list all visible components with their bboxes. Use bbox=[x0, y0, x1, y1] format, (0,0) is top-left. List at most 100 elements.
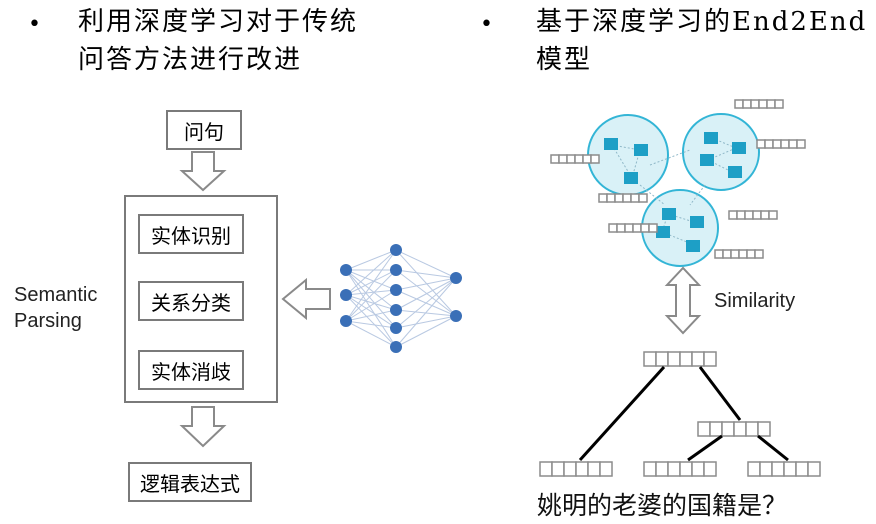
vector-cell bbox=[539, 461, 553, 477]
vector-cell bbox=[795, 461, 809, 477]
vector-cell bbox=[598, 193, 608, 203]
nn-hidden-node bbox=[390, 341, 402, 353]
nn-hidden-node bbox=[390, 322, 402, 334]
kg-node bbox=[686, 240, 700, 252]
knowledge-graph bbox=[587, 113, 760, 267]
vector-cell bbox=[574, 154, 584, 164]
vector-cell bbox=[768, 210, 778, 220]
tree-inner-vector bbox=[697, 421, 771, 437]
kg-node bbox=[656, 226, 670, 238]
vector-cell bbox=[632, 223, 642, 233]
vector-cell bbox=[771, 461, 785, 477]
vector-cell bbox=[744, 210, 754, 220]
kg-node bbox=[732, 142, 746, 154]
vector-cell bbox=[760, 210, 770, 220]
vector-cell bbox=[757, 421, 771, 437]
vector-cell bbox=[590, 154, 600, 164]
vector-cell bbox=[709, 421, 723, 437]
vector-cell bbox=[730, 249, 740, 259]
vector-cell bbox=[575, 461, 589, 477]
kg-cluster bbox=[682, 113, 760, 191]
vector-cell bbox=[655, 351, 669, 367]
vector-cell bbox=[608, 223, 618, 233]
vector-cell bbox=[774, 99, 784, 109]
right-heading-bullet: • bbox=[480, 12, 493, 37]
nn-hidden-node bbox=[390, 244, 402, 256]
left-heading-line2: 问答方法进行改进 bbox=[78, 45, 303, 75]
left-heading-bullet: • bbox=[28, 12, 41, 37]
semantic-parsing-label-line1: Semantic bbox=[14, 284, 98, 306]
right-heading-line2: 模型 bbox=[536, 45, 593, 75]
nn-hidden-node bbox=[390, 304, 402, 316]
tree-leaf-vector bbox=[747, 461, 821, 477]
nn-output-node bbox=[450, 272, 462, 284]
nn-hidden-node bbox=[390, 284, 402, 296]
similarity-double-arrow-icon bbox=[664, 266, 702, 335]
kg-embedding-vector bbox=[598, 193, 648, 203]
kg-node bbox=[728, 166, 742, 178]
kg-embedding-vector bbox=[756, 139, 806, 149]
kg-embedding-vector bbox=[608, 223, 658, 233]
vector-cell bbox=[728, 210, 738, 220]
semantic-parsing-label-line2: Parsing bbox=[14, 310, 82, 332]
vector-cell bbox=[551, 461, 565, 477]
step-entity-recognition: 实体识别 bbox=[138, 214, 244, 254]
vector-cell bbox=[783, 461, 797, 477]
semantic-parsing-container bbox=[124, 195, 278, 403]
embedding-vectors bbox=[539, 99, 821, 477]
vector-cell bbox=[722, 249, 732, 259]
vector-cell bbox=[550, 154, 560, 164]
tree-leaf-vector bbox=[643, 461, 717, 477]
tree-leaf-vector bbox=[539, 461, 613, 477]
vector-cell bbox=[734, 99, 744, 109]
kg-node bbox=[634, 144, 648, 156]
vector-cell bbox=[648, 223, 658, 233]
vector-cell bbox=[742, 99, 752, 109]
vector-cell bbox=[750, 99, 760, 109]
vector-cell bbox=[736, 210, 746, 220]
vector-cell bbox=[614, 193, 624, 203]
vector-cell bbox=[738, 249, 748, 259]
vector-cell bbox=[807, 461, 821, 477]
vector-cell bbox=[667, 461, 681, 477]
vector-cell bbox=[679, 351, 693, 367]
vector-cell bbox=[697, 421, 711, 437]
kg-node bbox=[624, 172, 638, 184]
vector-cell bbox=[643, 461, 657, 477]
down-arrow-icon bbox=[179, 406, 227, 448]
kg-node bbox=[700, 154, 714, 166]
nn-output-node bbox=[450, 310, 462, 322]
nn-input-node bbox=[340, 264, 352, 276]
vector-cell bbox=[691, 351, 705, 367]
vector-cell bbox=[638, 193, 648, 203]
vector-cell bbox=[643, 351, 657, 367]
vector-cell bbox=[630, 193, 640, 203]
kg-node bbox=[662, 208, 676, 220]
vector-cell bbox=[745, 421, 759, 437]
vector-cell bbox=[780, 139, 790, 149]
vector-cell bbox=[754, 249, 764, 259]
vector-cell bbox=[616, 223, 626, 233]
left-arrow-icon bbox=[281, 277, 331, 321]
kg-embedding-vector bbox=[550, 154, 600, 164]
vector-cell bbox=[756, 139, 766, 149]
vector-cell bbox=[606, 193, 616, 203]
kg-node bbox=[690, 216, 704, 228]
vector-cell bbox=[691, 461, 705, 477]
step-relation-classification: 关系分类 bbox=[138, 281, 244, 321]
vector-cell bbox=[766, 99, 776, 109]
kg-node bbox=[604, 138, 618, 150]
vector-cell bbox=[721, 421, 735, 437]
vector-cell bbox=[746, 249, 756, 259]
vector-cell bbox=[772, 139, 782, 149]
vector-cell bbox=[582, 154, 592, 164]
vector-cell bbox=[587, 461, 601, 477]
vector-cell bbox=[655, 461, 669, 477]
neural-network-nodes bbox=[340, 244, 462, 353]
left-heading-line1: 利用深度学习对于传统 bbox=[78, 7, 359, 37]
vector-cell bbox=[667, 351, 681, 367]
down-arrow-icon bbox=[179, 151, 227, 192]
vector-cell bbox=[624, 223, 634, 233]
